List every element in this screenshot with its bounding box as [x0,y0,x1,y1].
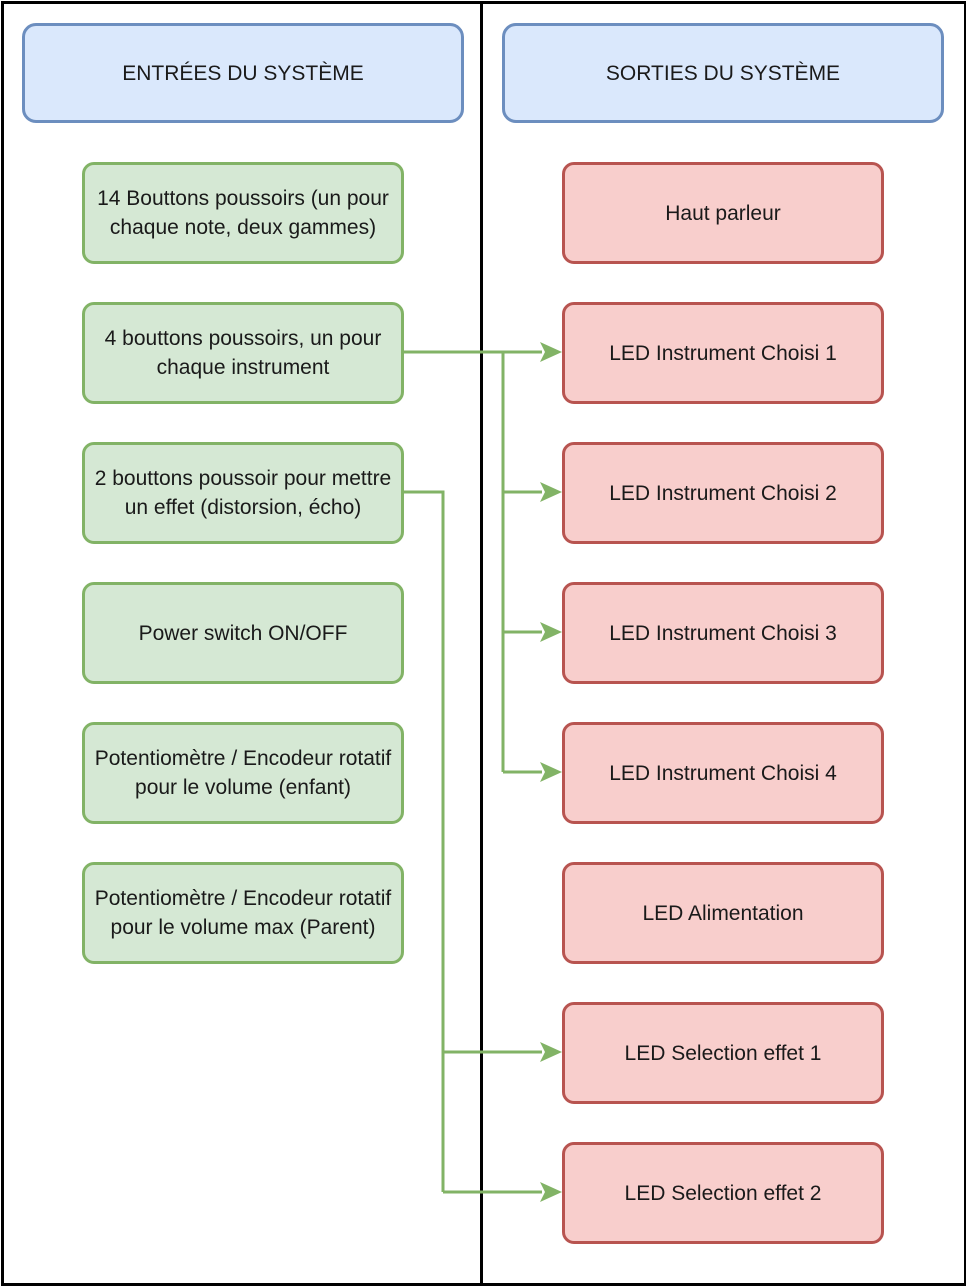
input-effect-buttons: 2 bouttons poussoir pour mettre un effet… [82,442,404,544]
output-led-effect-2: LED Selection effet 2 [562,1142,884,1244]
arrowhead-instrument-1 [540,342,562,362]
column-divider [480,2,483,1284]
input-volume-parent: Potentiomètre / Encodeur rotatif pour le… [82,862,404,964]
output-led-instrument-1: LED Instrument Choisi 1 [562,302,884,404]
output-led-instrument-4: LED Instrument Choisi 4 [562,722,884,824]
input-note-buttons: 14 Bouttons poussoirs (un pour chaque no… [82,162,404,264]
output-led-instrument-3: LED Instrument Choisi 3 [562,582,884,684]
output-led-instrument-2: LED Instrument Choisi 2 [562,442,884,544]
outputs-header: SORTIES DU SYSTÈME [502,23,944,123]
inputs-header: ENTRÉES DU SYSTÈME [22,23,464,123]
arrowhead-instrument-4 [540,762,562,782]
arrowhead-instrument-3 [540,622,562,642]
wire-effect-trunk [404,490,445,1192]
arrowhead-effect-1 [540,1042,562,1062]
input-instrument-buttons: 4 bouttons poussoirs, un pour chaque ins… [82,302,404,404]
output-led-power: LED Alimentation [562,862,884,964]
output-led-effect-1: LED Selection effet 1 [562,1002,884,1104]
arrowhead-effect-2 [540,1182,562,1202]
output-speaker: Haut parleur [562,162,884,264]
arrowhead-instrument-2 [540,482,562,502]
input-power-switch: Power switch ON/OFF [82,582,404,684]
input-volume-child: Potentiomètre / Encodeur rotatif pour le… [82,722,404,824]
